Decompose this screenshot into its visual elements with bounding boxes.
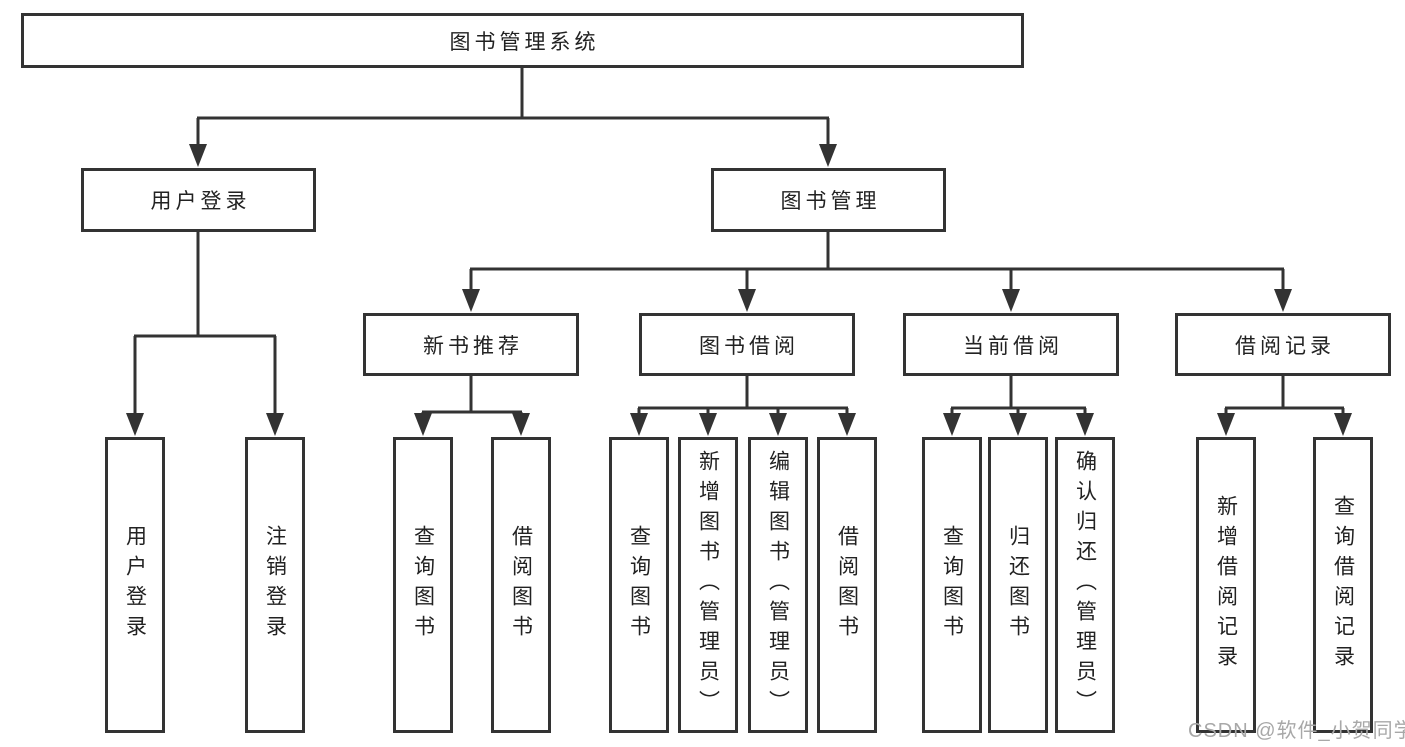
leaf-add-borrow-record: 新增借阅记录 <box>1196 437 1256 733</box>
node-new-book-recommend: 新书推荐 <box>363 313 579 376</box>
leaf-query-borrow-record: 查询借阅记录 <box>1313 437 1373 733</box>
leaf-add-books-admin: 新增图书（管理员） <box>678 437 738 733</box>
node-root-system: 图书管理系统 <box>21 13 1024 68</box>
leaf-query-books-recommend: 查询图书 <box>393 437 453 733</box>
leaf-borrow-books: 借阅图书 <box>817 437 877 733</box>
csdn-watermark: CSDN @软件_小贺同学 <box>1188 720 1405 742</box>
node-borrow-records: 借阅记录 <box>1175 313 1391 376</box>
leaf-query-books-borrow: 查询图书 <box>609 437 669 733</box>
leaf-query-books-current: 查询图书 <box>922 437 982 733</box>
leaf-borrow-books-recommend: 借阅图书 <box>491 437 551 733</box>
node-current-borrow: 当前借阅 <box>903 313 1119 376</box>
leaf-logout: 注销登录 <box>245 437 305 733</box>
node-user-login: 用户登录 <box>81 168 316 232</box>
leaf-user-login: 用户登录 <box>105 437 165 733</box>
leaf-confirm-return-admin: 确认归还（管理员） <box>1055 437 1115 733</box>
node-book-management: 图书管理 <box>711 168 946 232</box>
node-book-borrow: 图书借阅 <box>639 313 855 376</box>
leaf-edit-books-admin: 编辑图书（管理员） <box>748 437 808 733</box>
leaf-return-books: 归还图书 <box>988 437 1048 733</box>
arrowheads <box>126 144 1352 436</box>
